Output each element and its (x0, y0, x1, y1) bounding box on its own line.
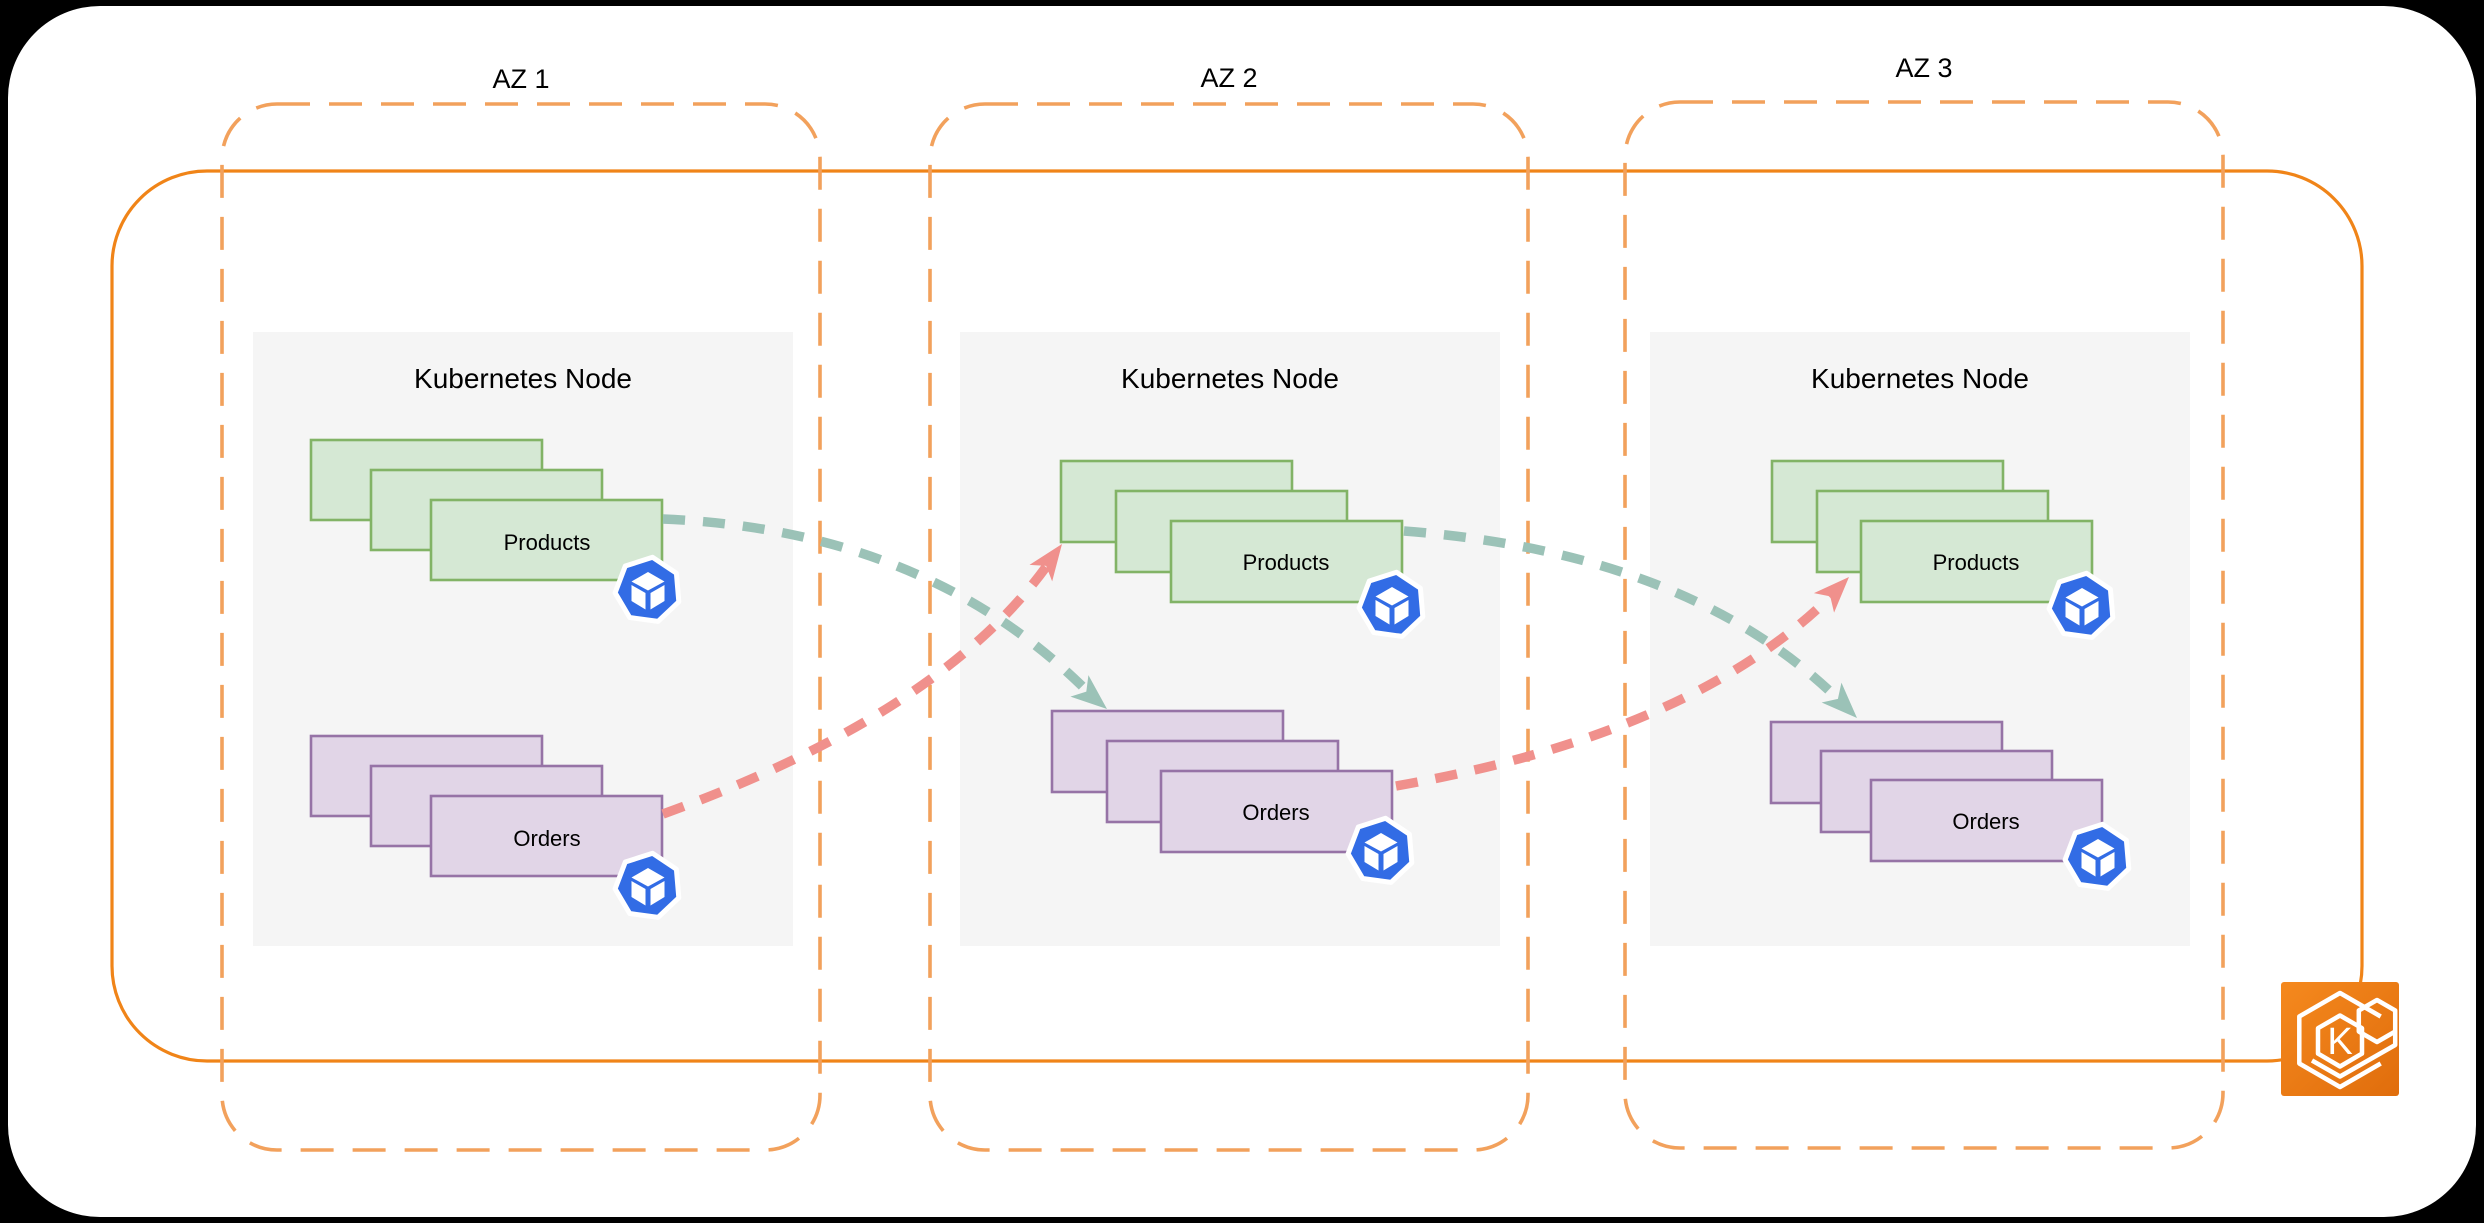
az2-products-pod-stack: Products (1059, 459, 1404, 604)
az2-kubernetes-node-box (960, 332, 1500, 946)
pod-replica-rect (1859, 519, 2094, 604)
az3-dashed-box (1623, 100, 2225, 1150)
az1-products-pod-stack: Products (309, 438, 664, 582)
az3-orders-label: Orders (1952, 809, 2019, 834)
az3-label: AZ 3 (1895, 53, 1952, 83)
eks-swoosh (2310, 1031, 2398, 1079)
eks-outer-hexagon (2297, 990, 2382, 1090)
kubernetes-pod-icon (1359, 572, 1423, 636)
kubernetes-pod-icon (615, 557, 679, 621)
eks-cluster-boundary (110, 169, 2364, 1063)
az2-node-title: Kubernetes Node (1121, 363, 1339, 394)
availability-zone-1: AZ 1 Kubernetes Node Products Orders (220, 64, 822, 1152)
az2-label: AZ 2 (1200, 63, 1257, 93)
az2-products-label: Products (1243, 550, 1330, 575)
kubernetes-pod-icon (1348, 818, 1412, 882)
az2-dashed-box (928, 102, 1530, 1152)
az1-dashed-box (220, 102, 822, 1152)
eks-small-hexagon (2356, 997, 2398, 1045)
az1-label: AZ 1 (492, 64, 549, 94)
az3-products-label: Products (1933, 550, 2020, 575)
kubernetes-pod-icon (2065, 824, 2129, 888)
az2-orders-label: Orders (1242, 800, 1309, 825)
eks-k-hexagon (2315, 1013, 2365, 1069)
az1-products-label: Products (504, 530, 591, 555)
kubernetes-pod-icon (2049, 573, 2113, 637)
cross-az-edges (661, 514, 1867, 819)
az3-node-title: Kubernetes Node (1811, 363, 2029, 394)
kubernetes-pod-icon (615, 853, 679, 917)
az1-orders-label: Orders (513, 826, 580, 851)
edge-az2-products-to-az3-orders (1403, 526, 1847, 708)
eks-letter: K (2327, 1021, 2352, 1063)
pod-replica-rect (1869, 778, 2104, 863)
az1-orders-pod-stack: Orders (309, 734, 664, 878)
edge-az1-products-to-az2-orders (662, 514, 1096, 700)
az1-node-title: Kubernetes Node (414, 363, 632, 394)
az3-products-pod-stack: Products (1770, 459, 2094, 604)
edge-az1-orders-to-az2-products (661, 557, 1055, 819)
az3-orders-pod-stack: Orders (1769, 720, 2104, 863)
edge-az2-orders-to-az3-products (1395, 587, 1840, 791)
pod-replica-rect (1169, 519, 1404, 604)
az2-orders-pod-stack: Orders (1050, 709, 1394, 854)
amazon-eks-icon: K (2281, 982, 2399, 1096)
